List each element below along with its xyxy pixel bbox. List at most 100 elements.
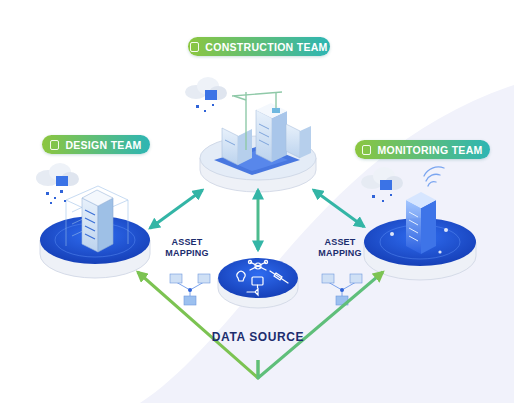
background-shape xyxy=(140,85,514,403)
sensor-icons xyxy=(257,285,258,288)
connector-arrow xyxy=(257,190,260,250)
network-icon xyxy=(184,296,196,305)
network-icon xyxy=(170,274,182,283)
monitoring-building xyxy=(409,236,418,241)
sensor-icons xyxy=(237,271,245,281)
sensor-icons xyxy=(237,260,288,295)
network-icon xyxy=(322,274,362,305)
cloud-icon xyxy=(64,200,66,202)
design-building xyxy=(128,200,129,244)
design-building xyxy=(85,210,95,215)
cloud-icon xyxy=(36,163,79,204)
construction-buildings xyxy=(222,128,238,165)
mapping-label: ASSET MAPPING xyxy=(317,237,363,259)
network-icon xyxy=(350,274,362,283)
team-node: MONITORING TEAM xyxy=(364,180,476,272)
monitoring-building xyxy=(444,228,448,232)
monitoring-building xyxy=(421,200,436,254)
monitoring-building xyxy=(409,228,418,233)
sensor-icons xyxy=(270,271,288,283)
construction-buildings xyxy=(300,126,311,158)
background-shape xyxy=(140,85,514,403)
data-source-platform xyxy=(218,258,298,308)
monitoring-building xyxy=(390,232,394,236)
sensor-icons xyxy=(247,289,258,295)
sensor-icons xyxy=(248,260,251,263)
construction-buildings xyxy=(234,96,246,100)
design-building xyxy=(82,190,113,206)
mapping-label: ASSET MAPPING xyxy=(164,237,210,259)
pill-icon xyxy=(190,42,199,52)
monitoring-building xyxy=(409,212,418,241)
design-building xyxy=(98,198,113,252)
monitoring-building xyxy=(409,212,418,217)
network-icon xyxy=(170,274,210,305)
cloud-icon xyxy=(46,192,49,195)
network-icon xyxy=(188,288,192,292)
design-building xyxy=(66,200,67,246)
network-icon xyxy=(322,274,334,283)
monitoring-building xyxy=(406,200,421,254)
construction-buildings xyxy=(232,92,282,96)
team-node: CONSTRUCTION TEAM xyxy=(200,98,316,190)
node-title: DATA SOURCE xyxy=(198,330,318,344)
construction-buildings xyxy=(259,124,269,129)
sensor-icons xyxy=(250,262,266,270)
design-building xyxy=(85,234,95,239)
connector-arrow xyxy=(138,272,258,378)
connector-arrow xyxy=(150,190,203,228)
team-pill: DESIGN TEAM xyxy=(42,135,150,154)
construction-buildings xyxy=(245,92,246,150)
network-icon xyxy=(340,288,344,292)
connector-arrow xyxy=(258,272,383,378)
cloud-icon xyxy=(185,77,227,112)
network-icon xyxy=(198,274,210,283)
construction-buildings xyxy=(238,129,252,165)
data-source-platform xyxy=(218,258,298,298)
cloud-icon xyxy=(205,90,217,100)
construction-buildings xyxy=(259,132,269,137)
team-title: MONITORING TEAM xyxy=(377,144,482,156)
cloud-icon xyxy=(390,194,392,196)
construction-buildings xyxy=(286,124,300,158)
cloud-icon xyxy=(196,105,199,108)
cloud-icon xyxy=(372,194,392,202)
cloud-icon xyxy=(56,176,68,186)
team-pill: MONITORING TEAM xyxy=(355,140,490,159)
sensor-icons xyxy=(264,260,267,263)
construction-buildings xyxy=(232,92,282,150)
monitoring-building xyxy=(424,167,444,186)
design-building xyxy=(85,210,95,239)
monitoring-building xyxy=(424,167,444,176)
cloud-icon xyxy=(361,167,403,202)
team-title: CONSTRUCTION TEAM xyxy=(205,41,327,53)
cloud-icon xyxy=(54,197,56,199)
team-node: DESIGN TEAM xyxy=(40,180,150,272)
construction-buildings xyxy=(259,140,269,145)
team-title: DESIGN TEAM xyxy=(65,139,141,151)
construction-buildings xyxy=(272,111,287,162)
cloud-icon xyxy=(380,180,392,190)
team-pill: CONSTRUCTION TEAM xyxy=(188,37,330,56)
monitoring-building xyxy=(406,192,436,208)
monitoring-building xyxy=(428,182,436,186)
cloud-icon xyxy=(372,195,375,198)
monitoring-building xyxy=(409,220,418,225)
sensor-icons xyxy=(250,262,266,270)
construction-buildings xyxy=(222,92,311,165)
design-building xyxy=(66,186,128,252)
pill-icon xyxy=(362,145,371,155)
cloud-icon xyxy=(196,104,214,112)
design-building xyxy=(82,198,98,252)
cloud-icon xyxy=(212,104,214,106)
construction-buildings xyxy=(256,110,272,162)
construction-buildings xyxy=(225,140,235,145)
cloud-icon xyxy=(204,110,206,112)
cloud-icon xyxy=(50,202,52,204)
construction-buildings xyxy=(256,103,287,118)
monitoring-building xyxy=(426,174,440,181)
sensor-icons xyxy=(252,277,263,285)
monitoring-building xyxy=(390,228,448,254)
connector-arrow xyxy=(314,190,365,227)
cloud-icon xyxy=(382,200,384,202)
